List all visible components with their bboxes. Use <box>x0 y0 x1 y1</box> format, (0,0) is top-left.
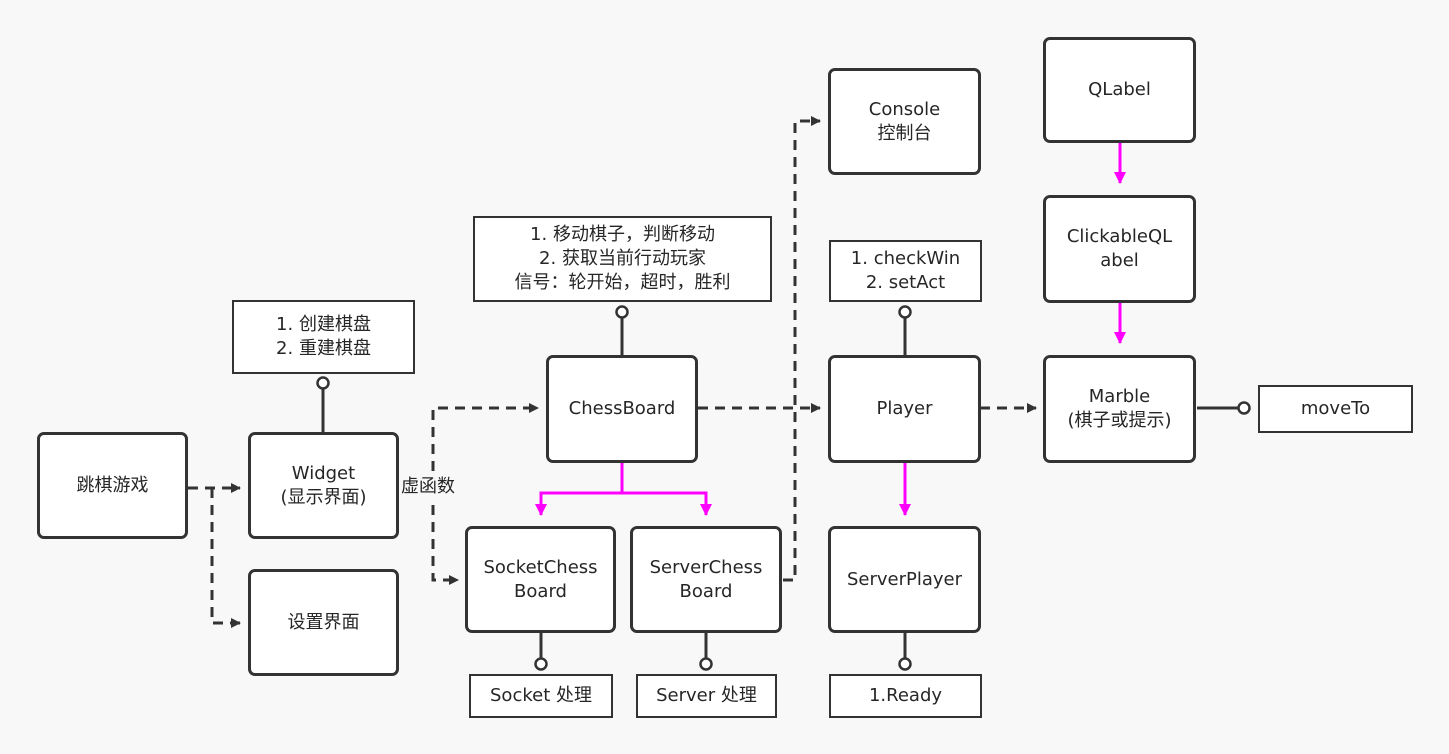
widget-note-line: 1. 创建棋盘 <box>276 314 371 335</box>
move-to-note: moveTo <box>1258 385 1413 433</box>
edge-chessboard-serverchessboard <box>622 491 712 516</box>
server-note-label: Server 处理 <box>656 685 757 706</box>
interface-circle <box>898 305 912 319</box>
clickable-qlabel-label: abel <box>1100 250 1139 271</box>
marble-node[interactable]: Marble (棋子或提示) <box>1043 355 1196 463</box>
socket-note-label: Socket 处理 <box>490 685 592 706</box>
console-sublabel: 控制台 <box>877 122 932 144</box>
interface-circle <box>534 657 548 671</box>
settings-node[interactable]: 设置界面 <box>248 569 399 676</box>
edge-game-settings <box>210 488 241 628</box>
widget-sublabel: (显示界面) <box>280 486 367 508</box>
player-note: 1. checkWin 2. setAct <box>829 240 982 302</box>
widget-note-line: 2. 重建棋盘 <box>276 338 371 359</box>
server-chessboard-label: Board <box>679 580 733 602</box>
socket-chessboard-label: Board <box>514 580 567 602</box>
socket-chessboard-label: SocketChess <box>483 556 598 578</box>
server-player-label: ServerPlayer <box>846 568 963 590</box>
server-player-node[interactable]: ServerPlayer <box>828 526 981 633</box>
chessboard-note-line: 1. 移动棋子，判断移动 <box>530 224 715 245</box>
chessboard-label: ChessBoard <box>568 398 676 419</box>
marble-label: Marble <box>1088 386 1151 407</box>
jump-game-label: 跳棋游戏 <box>76 474 149 496</box>
jump-game-node[interactable]: 跳棋游戏 <box>37 432 188 539</box>
chessboard-note: 1. 移动棋子，判断移动 2. 获取当前行动玩家 信号：轮开始，超时，胜利 <box>473 216 772 302</box>
clickable-qlabel-node[interactable]: ClickableQL abel <box>1043 195 1196 303</box>
marble-sublabel: (棋子或提示) <box>1067 410 1172 431</box>
interface-circle <box>1237 401 1251 415</box>
ready-note-label: 1.Ready <box>868 685 943 706</box>
console-label: Console <box>868 98 941 120</box>
interface-circle <box>699 657 713 671</box>
widget-node[interactable]: Widget (显示界面) <box>248 432 399 539</box>
edge-widget-chessboard <box>431 403 539 488</box>
chessboard-note-line: 2. 获取当前行动玩家 <box>539 248 706 269</box>
widget-note: 1. 创建棋盘 2. 重建棋盘 <box>232 300 415 374</box>
edge-chessboard-socketchessboard <box>535 462 624 516</box>
server-chessboard-node[interactable]: ServerChess Board <box>630 526 782 633</box>
player-note-line: 2. setAct <box>865 272 946 293</box>
chessboard-note-line: 信号：轮开始，超时，胜利 <box>514 272 731 293</box>
settings-label: 设置界面 <box>287 611 360 633</box>
qlabel-label: QLabel <box>1088 79 1151 100</box>
edge-serverchessboard-console <box>783 116 821 582</box>
server-chessboard-label: ServerChess <box>649 556 763 578</box>
ready-note: 1.Ready <box>829 674 982 718</box>
interface-circle <box>316 376 330 390</box>
socket-note: Socket 处理 <box>469 674 613 718</box>
player-node[interactable]: Player <box>828 355 981 463</box>
widget-label: Widget <box>291 462 356 484</box>
interface-circle <box>898 657 912 671</box>
chessboard-node[interactable]: ChessBoard <box>546 355 698 463</box>
console-node[interactable]: Console 控制台 <box>828 68 981 175</box>
server-note: Server 处理 <box>636 674 777 718</box>
qlabel-node[interactable]: QLabel <box>1043 37 1196 143</box>
move-to-label: moveTo <box>1300 398 1371 419</box>
edge-widget-socketchessboard <box>431 488 459 585</box>
clickable-qlabel-label: ClickableQL <box>1066 226 1173 247</box>
player-label: Player <box>876 398 933 419</box>
player-note-line: 1. checkWin <box>850 248 961 269</box>
interface-circle <box>615 305 629 319</box>
socket-chessboard-node[interactable]: SocketChess Board <box>465 526 616 633</box>
edge-label-virtual-function: 虚函数 <box>401 476 455 498</box>
